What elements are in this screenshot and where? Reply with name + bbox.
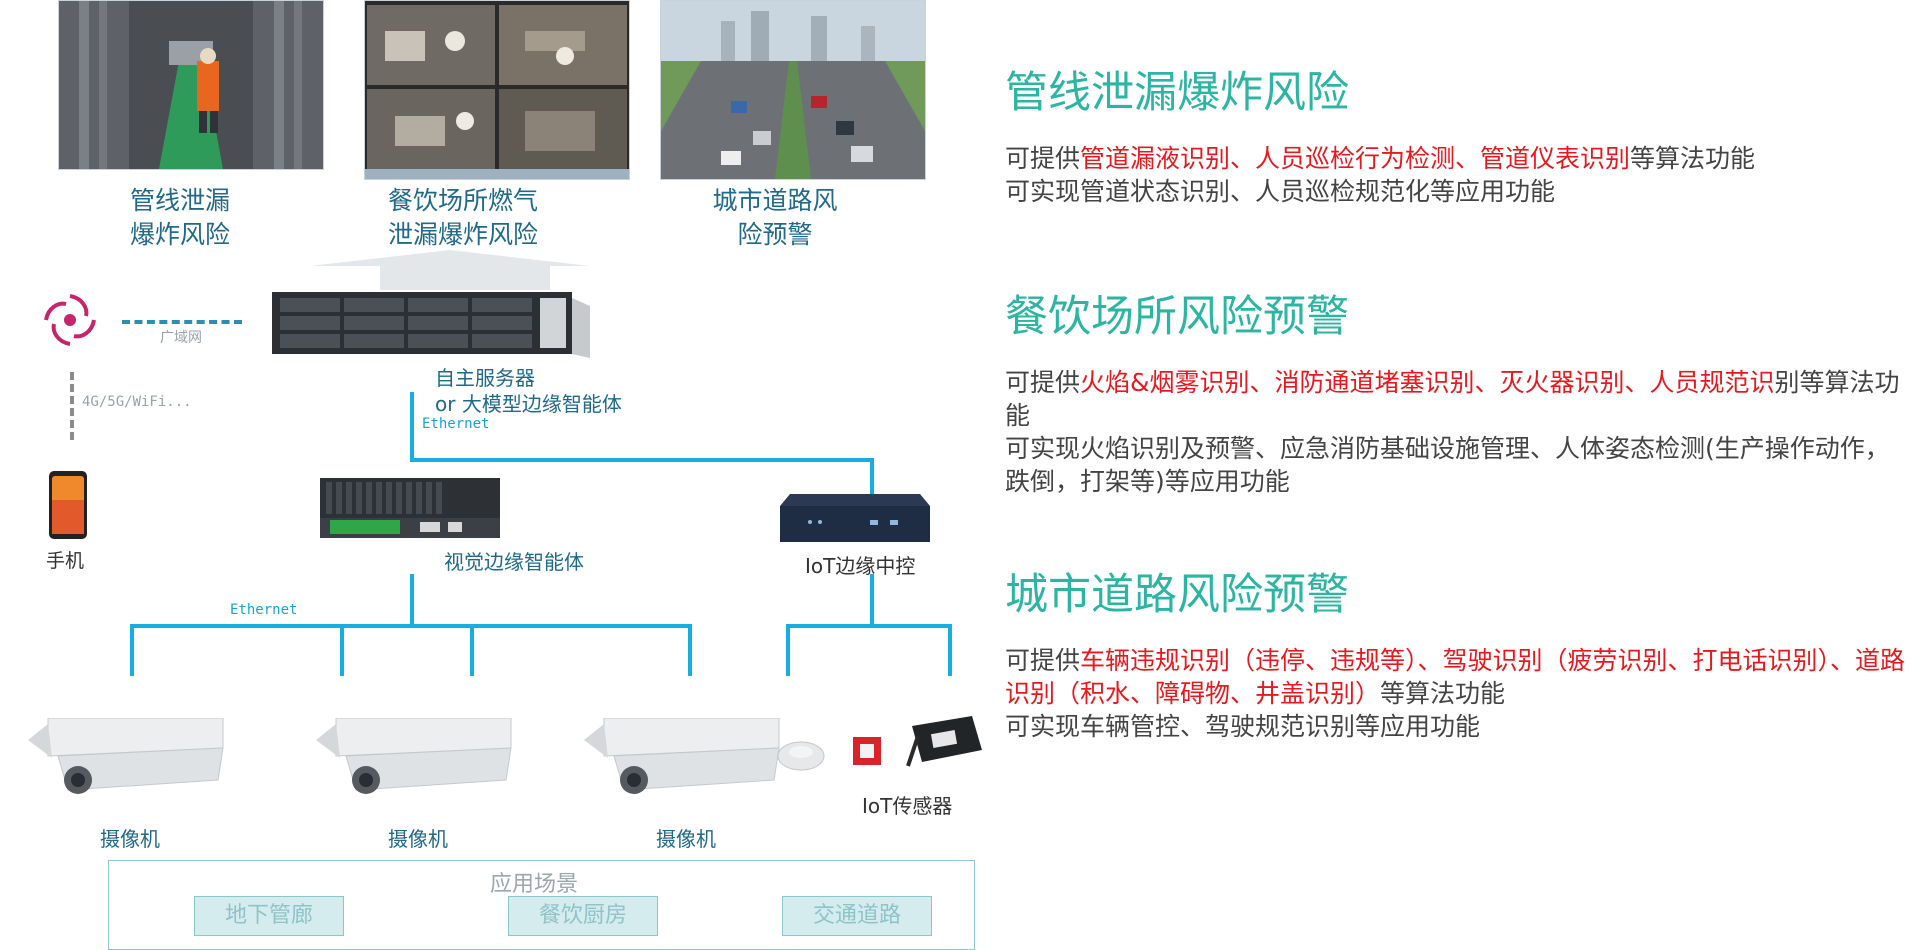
server-label-line2: or 大模型边缘智能体	[435, 392, 622, 416]
section-1-line-1: 可提供管道漏液识别、人员巡检行为检测、管道仪表识别等算法功能	[1005, 142, 1910, 175]
body-text: 可提供	[1005, 646, 1081, 675]
fire-alarm-button-image	[853, 737, 881, 765]
iot-down-line	[870, 574, 874, 626]
wireless-dashed-line	[70, 372, 74, 440]
caption-restaurant-line1: 餐饮场所燃气	[387, 186, 538, 215]
section-title-3: 城市道路风险预警	[1005, 570, 1349, 620]
body-text: 可实现管道状态识别、人员巡检规范化等应用功能	[1005, 177, 1556, 206]
section-3-line-1: 可提供车辆违规识别（违停、违规等）、驾驶识别（疲劳识别、打电话识别）、道路识别（…	[1005, 644, 1910, 710]
phone-image	[49, 471, 87, 539]
restaurant-cctv-photo	[364, 0, 630, 180]
pipeline-photo	[58, 0, 324, 170]
camera-drop-1	[130, 624, 134, 676]
caption-road: 城市道路风 险预警	[675, 184, 875, 252]
ethernet-label-top: Ethernet	[422, 416, 490, 432]
upward-arrow	[310, 250, 590, 290]
scene-underground-corridor: 地下管廊	[194, 896, 344, 936]
sensor-drop-1	[786, 624, 790, 676]
wan-label: 广域网	[160, 330, 202, 346]
phone-label: 手机	[46, 550, 85, 572]
wan-dashed-line	[122, 320, 242, 324]
ethernet-label-bottom: Ethernet	[230, 602, 298, 618]
application-scenes-title: 应用场景	[490, 872, 579, 897]
scene-restaurant-kitchen: 餐饮厨房	[508, 896, 658, 936]
caption-restaurant: 餐饮场所燃气 泄漏爆炸风险	[363, 184, 563, 252]
sensor-bus-line	[786, 624, 952, 628]
vision-edge-device-image	[320, 478, 500, 538]
body-text: 等算法功能	[1630, 144, 1756, 173]
caption-pipeline-line2: 爆炸风险	[129, 220, 230, 249]
camera-drop-3	[470, 624, 474, 676]
camera-image-1	[28, 718, 224, 794]
server-image	[272, 292, 590, 358]
sensor-drop-2	[948, 624, 952, 676]
section-body-1: 可提供管道漏液识别、人员巡检行为检测、管道仪表识别等算法功能 可实现管道状态识别…	[1005, 142, 1910, 208]
caption-road-line1: 城市道路风	[712, 186, 838, 215]
vision-down-line	[410, 574, 414, 626]
camera-bus-line	[130, 624, 692, 628]
section-3-line-2: 可实现车辆管控、驾驶规范识别等应用功能	[1005, 710, 1910, 743]
section-1-line-2: 可实现管道状态识别、人员巡检规范化等应用功能	[1005, 175, 1910, 208]
server-down-line	[410, 392, 414, 462]
camera-image-2	[316, 718, 512, 794]
section-title-2: 餐饮场所风险预警	[1005, 292, 1349, 342]
camera-drop-2	[340, 624, 344, 676]
camera-label-2: 摄像机	[388, 827, 448, 851]
caption-road-line2: 险预警	[737, 220, 813, 249]
scene-traffic-road: 交通道路	[782, 896, 932, 936]
smoke-detector-image	[777, 741, 825, 771]
section-body-3: 可提供车辆违规识别（违停、违规等）、驾驶识别（疲劳识别、打电话识别）、道路识别（…	[1005, 644, 1910, 743]
body-text: 可提供	[1005, 368, 1081, 397]
body-text: 等算法功能	[1380, 679, 1506, 708]
highlight-text: 车辆违规识别（违停、违规等）、驾驶识别（疲劳识别、打电话识别）、道路识别（积水、…	[1005, 646, 1906, 708]
section-2-line-1: 可提供火焰&烟雾识别、消防通道堵塞识别、灭火器识别、人员规范识别等算法功能	[1005, 366, 1910, 432]
road-traffic-photo	[660, 0, 926, 180]
wireless-label: 4G/5G/WiFi...	[82, 394, 192, 410]
iot-sensor-label: IoT传感器	[862, 794, 953, 818]
body-text: 可提供	[1005, 144, 1081, 173]
section-title-1: 管线泄漏爆炸风险	[1005, 68, 1349, 118]
section-body-2: 可提供火焰&烟雾识别、消防通道堵塞识别、灭火器识别、人员规范识别等算法功能 可实…	[1005, 366, 1910, 498]
vision-edge-label: 视觉边缘智能体	[444, 550, 584, 574]
body-text: 别等算法功能	[1005, 368, 1900, 430]
body-text: 可实现火焰识别及预警、应急消防基础设施管理、人体姿态检测(生产操作动作，跌倒，打…	[1005, 434, 1890, 496]
iot-controller-down-line	[870, 458, 874, 496]
server-to-iot-line	[410, 458, 874, 462]
caption-pipeline: 管线泄漏 爆炸风险	[80, 184, 280, 252]
highlight-text: 火焰&烟雾识别、消防通道堵塞识别、灭火器识别、人员规范识	[1080, 368, 1775, 397]
camera-drop-4	[688, 624, 692, 676]
camera-image-3	[584, 718, 780, 794]
camera-label-1: 摄像机	[100, 827, 160, 851]
caption-restaurant-line2: 泄漏爆炸风险	[387, 220, 538, 249]
server-label-line1: 自主服务器	[435, 366, 535, 390]
wireless-sensor-image	[906, 716, 982, 767]
caption-pipeline-line1: 管线泄漏	[129, 186, 230, 215]
camera-label-3: 摄像机	[656, 827, 716, 851]
iot-controller-label: IoT边缘中控	[805, 554, 916, 578]
iot-controller-image	[780, 494, 930, 542]
section-2-line-2: 可实现火焰识别及预警、应急消防基础设施管理、人体姿态检测(生产操作动作，跌倒，打…	[1005, 432, 1910, 498]
highlight-text: 管道漏液识别、人员巡检行为检测、管道仪表识别	[1080, 144, 1631, 173]
cloud-logo-icon	[44, 294, 96, 346]
body-text: 可实现车辆管控、驾驶规范识别等应用功能	[1005, 712, 1481, 741]
